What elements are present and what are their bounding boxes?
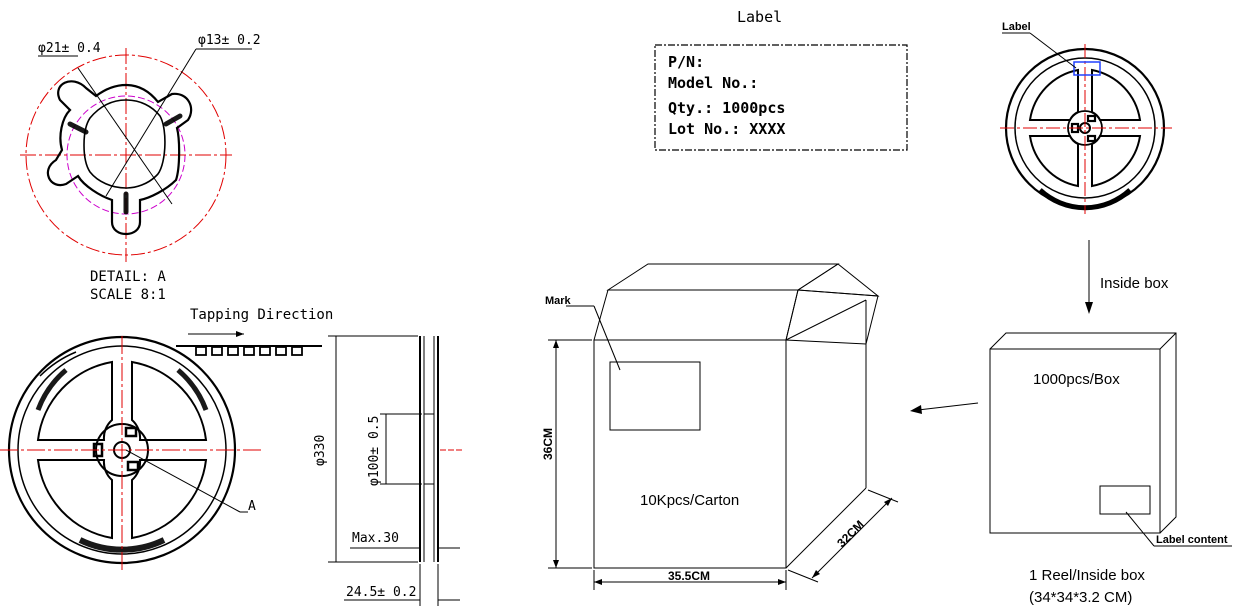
carton: Mark 10Kpcs/Carton 36CM 35.5CM 32CM bbox=[541, 263, 899, 590]
label-title: Label bbox=[737, 8, 782, 26]
detail-callout: A bbox=[248, 499, 256, 514]
inside-box-arrow: Inside box bbox=[1085, 240, 1169, 314]
label-line-pn: P/N: bbox=[668, 53, 704, 71]
inside-box-label: Inside box bbox=[1100, 275, 1169, 292]
carrier-tape-pockets bbox=[195, 346, 303, 356]
carton-height: 36CM bbox=[541, 428, 555, 460]
inside-box-content: 1000pcs/Box bbox=[1033, 371, 1120, 388]
detail-title: DETAIL: A bbox=[90, 269, 166, 285]
tapping-direction: Tapping Direction bbox=[190, 307, 333, 323]
inside-box-size: (34*34*3.2 CM) bbox=[1029, 589, 1132, 606]
carton-mark-callout: Mark bbox=[545, 295, 572, 307]
label-marker bbox=[1073, 61, 1101, 76]
label-line-model: Model No.: bbox=[668, 74, 758, 92]
reel-label-callout: Label bbox=[1002, 21, 1031, 33]
dim-outer-diameter: φ21± 0.4 bbox=[38, 41, 101, 56]
carton-content: 10Kpcs/Carton bbox=[640, 492, 739, 509]
inside-box: 1000pcs/Box Label content 1 Reel/Inside … bbox=[989, 332, 1232, 606]
reel-side-view: φ330 φ100± 0.5 Max.30 24.5± 0.2 bbox=[313, 335, 462, 606]
detail-a-view: φ21± 0.4 φ13± 0.2 DETAIL: A SCALE 8:1 bbox=[20, 33, 261, 303]
dim-hub-width: Max.30 bbox=[352, 531, 399, 546]
label-content-callout: Label content bbox=[1156, 534, 1228, 546]
carton-depth: 32CM bbox=[834, 518, 867, 551]
carton-width: 35.5CM bbox=[668, 569, 710, 583]
reel-front-view: A Tapping Direction bbox=[0, 307, 333, 570]
label-line-lot: Lot No.: XXXX bbox=[668, 120, 785, 138]
label-sample: Label P/N: Model No.: Qty.: 1000pcs Lot … bbox=[654, 8, 908, 151]
reel-with-label: Label bbox=[1000, 21, 1172, 214]
dim-hub-diameter: φ100± 0.5 bbox=[367, 416, 382, 486]
detail-scale: SCALE 8:1 bbox=[90, 287, 166, 303]
label-line-qty: Qty.: 1000pcs bbox=[668, 99, 785, 117]
dim-inner-diameter: φ13± 0.2 bbox=[198, 33, 261, 48]
dim-reel-width: 24.5± 0.2 bbox=[346, 585, 416, 600]
into-carton-arrow bbox=[910, 402, 979, 414]
inside-box-caption: 1 Reel/Inside box bbox=[1029, 567, 1145, 584]
dim-reel-diameter: φ330 bbox=[313, 435, 328, 466]
